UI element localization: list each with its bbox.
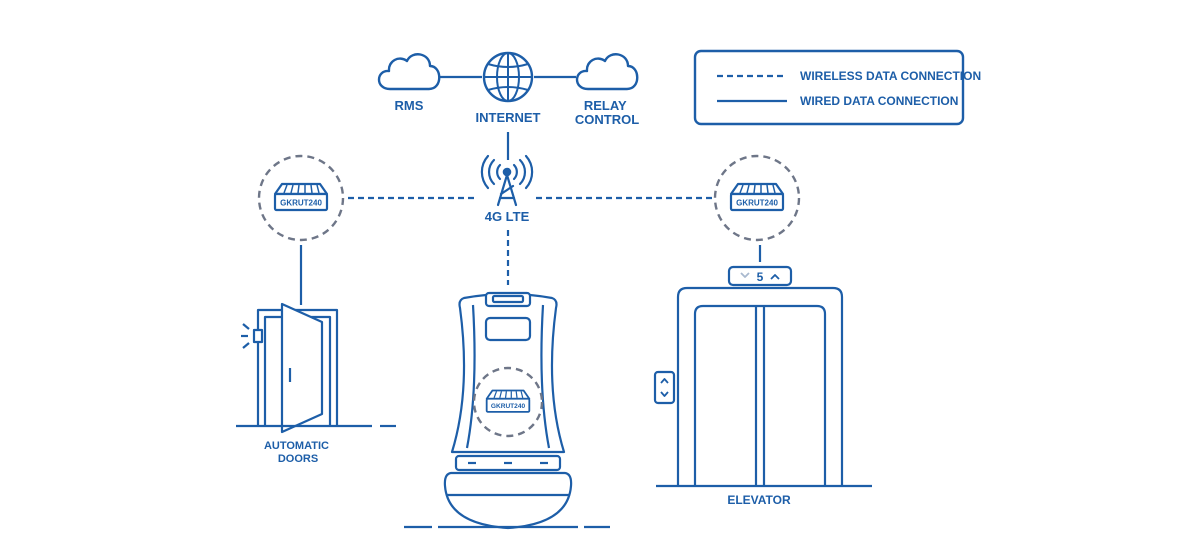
connections [299,75,762,305]
router-icon: GKRUT240 [485,389,531,413]
elevator-icon [653,265,872,488]
internet-label: INTERNET [476,110,541,125]
automatic-doors-label-line1: AUTOMATIC [264,440,329,452]
elevator-label: ELEVATOR [727,493,791,507]
lte-label: 4G LTE [485,209,530,224]
relay-control-label-line2: CONTROL [575,112,639,127]
router-icon: GKRUT240 [273,182,329,212]
cloud-icon [377,53,441,91]
globe-icon [482,51,534,103]
elevator-router-label: GKRUT240 [736,199,778,208]
automatic-doors-label: AUTOMATIC DOORS [264,440,332,465]
legend-wired-label: WIRED DATA CONNECTION [800,94,958,108]
relay-control-label: RELAY CONTROL [575,98,639,127]
legend: WIRELESS DATA CONNECTION WIRED DATA CONN… [693,49,981,126]
automatic-doors-label-line2: DOORS [278,453,318,465]
relay-control-label-line1: RELAY [584,98,627,113]
door-icon [236,302,396,434]
cloud-icon [575,53,639,91]
router-icon: GKRUT240 [729,182,785,212]
door-router-label: GKRUT240 [280,199,322,208]
cell-tower-icon [480,154,534,207]
robot-router-label: GKRUT240 [491,403,526,410]
legend-wireless-label: WIRELESS DATA CONNECTION [800,69,981,83]
rms-label: RMS [395,98,424,113]
elevator-floor-number: 5 [757,270,764,284]
